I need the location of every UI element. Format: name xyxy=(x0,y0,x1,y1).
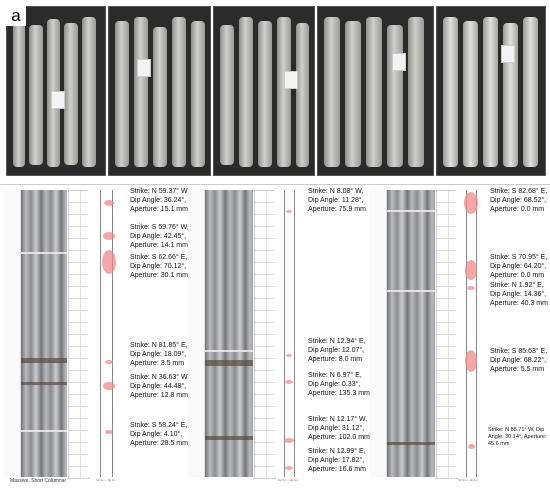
rock-description: Massive, Short Columnar xyxy=(10,478,67,484)
measurement-4: Strike: N 81.85° E,Dip Angle: 18.09°,Ape… xyxy=(130,342,188,367)
borehole-logs-panel: b Strike: N 59.37° W,Dip Angle: 36.24°,A… xyxy=(0,184,550,491)
measurement-15: Strike: S 85.63° E,Dip Angle: 68.22°,Ape… xyxy=(490,348,548,373)
measurement-8: Strike: N 12.94° E,Dip Angle: 12.07°,Ape… xyxy=(308,338,366,363)
core-box-photo-2 xyxy=(108,6,211,176)
scale-label-2: S2 0m • 1E 1m xyxy=(278,478,299,482)
grid-track-1 xyxy=(68,190,90,479)
log-column-3 xyxy=(370,190,490,479)
core-box-photo-3 xyxy=(213,6,315,176)
scale-label-1: S1 0m • 1E 1m xyxy=(96,478,117,482)
core-box-photo-1 xyxy=(6,6,106,176)
depth-track-3 xyxy=(370,190,387,477)
measurement-11: Strike: N 12.99° E,Dip Angle: 17.82°,Ape… xyxy=(308,448,366,473)
stereonet-track-1 xyxy=(88,190,124,477)
measurement-14: Strike: N 1.92° E,Dip Angle: 14.36°,Aper… xyxy=(490,282,548,307)
stereonet-track-3 xyxy=(456,190,486,477)
core-box-photo-5 xyxy=(436,6,546,176)
measurement-2: Strike: S 59.76° W,Dip Angle: 42.45°,Ape… xyxy=(130,224,189,249)
measurement-13: Strike: S 70.95° E,Dip Angle: 64.20°,Ape… xyxy=(490,254,548,279)
measurement-9: Strike: N 6.97° E,Dip Angle: 0.33°,Apert… xyxy=(308,372,370,397)
core-box-photo-4 xyxy=(317,6,434,176)
measurement-10: Strike: N 12.17° W,Dip Angle: 31.12°,Ape… xyxy=(308,416,370,441)
grid-track-3 xyxy=(436,190,458,479)
measurement-5: Strike: N 36.63° W,Dip Angle: 44.48°,Ape… xyxy=(130,374,190,399)
scale-label-3: S3 0m • 1E 1m xyxy=(458,478,479,482)
depth-track-1 xyxy=(4,190,21,477)
measurement-3: Strike: S 62.66° E,Dip Angle: 70.12°,Ape… xyxy=(130,254,188,279)
panel-label-a: a xyxy=(6,6,26,26)
log-column-1 xyxy=(4,190,180,479)
measurement-7: Strike: N 8.08° W,Dip Angle: 11.28°,Aper… xyxy=(308,188,366,213)
core-image-strip-1 xyxy=(21,190,67,477)
core-image-strip-2 xyxy=(205,190,253,477)
stereonet-track-2 xyxy=(274,190,304,477)
measurement-6: Strike: S 58.24° E,Dip Angle: 4.10°,Aper… xyxy=(130,422,188,447)
core-image-strip-3 xyxy=(387,190,435,477)
measurement-12: Strike: S 82.68° E,Dip Angle: 68.52°,Ape… xyxy=(490,188,548,213)
core-box-photos-panel: a xyxy=(0,0,550,182)
grid-track-2 xyxy=(254,190,276,479)
depth-track-2 xyxy=(188,190,205,477)
log-column-2 xyxy=(188,190,308,479)
measurement-1: Strike: N 59.37° W,Dip Angle: 36.24°,Ape… xyxy=(130,188,190,213)
